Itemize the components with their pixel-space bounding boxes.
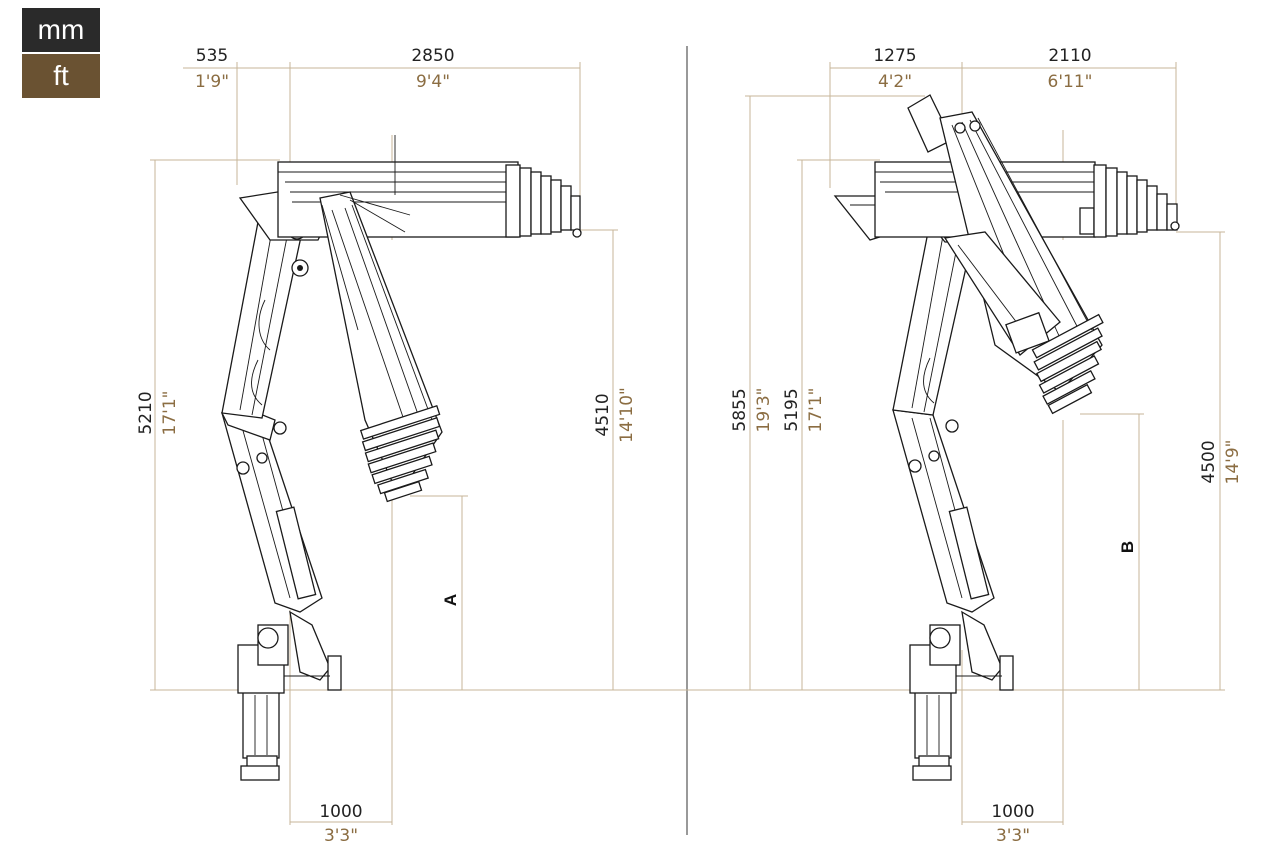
left-bottom-ft: 3'3" bbox=[324, 826, 358, 846]
unit-badge-ft[interactable]: ft bbox=[22, 54, 100, 98]
unit-badge-mm[interactable]: mm bbox=[22, 8, 100, 52]
left-top-right-mm: 2850 bbox=[411, 46, 454, 66]
left-height-tip-ft: 14'10" bbox=[617, 387, 637, 443]
right-height-outer-mm: 5855 bbox=[730, 388, 750, 431]
left-bottom-mm: 1000 bbox=[319, 802, 362, 822]
left-crane-illustration bbox=[220, 135, 582, 781]
left-top-left-ft: 1'9" bbox=[195, 72, 229, 92]
right-bottom-mm: 1000 bbox=[991, 802, 1034, 822]
left-top-right-ft: 9'4" bbox=[416, 72, 450, 92]
right-height-tip-mm: 4500 bbox=[1199, 440, 1219, 483]
left-height-total-mm: 5210 bbox=[136, 391, 156, 434]
right-height-inner-mm: 5195 bbox=[782, 388, 802, 431]
right-height-tip-ft: 14'9" bbox=[1223, 440, 1243, 485]
left-marker-a: A bbox=[441, 594, 460, 606]
right-top-left-mm: 1275 bbox=[873, 46, 916, 66]
right-bottom-ft: 3'3" bbox=[996, 826, 1030, 846]
right-height-inner-ft: 17'1" bbox=[806, 388, 826, 433]
right-top-right-mm: 2110 bbox=[1048, 46, 1091, 66]
right-height-outer-ft: 19'3" bbox=[754, 388, 774, 433]
left-height-total-ft: 17'1" bbox=[160, 391, 180, 436]
left-top-left-mm: 535 bbox=[196, 46, 228, 66]
right-top-right-ft: 6'11" bbox=[1048, 72, 1093, 92]
right-top-left-ft: 4'2" bbox=[878, 72, 912, 92]
right-marker-b: B bbox=[1118, 541, 1137, 553]
right-crane-illustration bbox=[833, 94, 1180, 781]
right-dimensions bbox=[745, 62, 1225, 825]
left-height-tip-mm: 4510 bbox=[593, 393, 613, 436]
